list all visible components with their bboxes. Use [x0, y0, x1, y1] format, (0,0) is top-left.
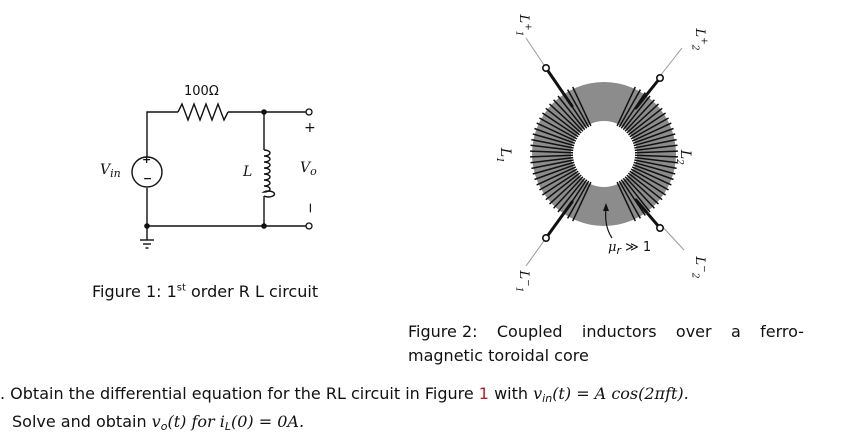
terminal-L1-plus	[541, 64, 550, 73]
winding-turn	[631, 122, 672, 142]
winding-turn	[634, 154, 678, 158]
winding-turn	[534, 127, 576, 145]
winding-turn	[618, 180, 642, 219]
winding-turn	[624, 99, 655, 132]
winding-turn	[633, 161, 676, 175]
winding-turn	[626, 103, 660, 134]
winding-turn	[616, 181, 636, 222]
winding-turn	[530, 156, 574, 164]
terminal-L1-minus	[541, 234, 550, 243]
inductor-label: L	[243, 164, 253, 180]
winding-turn	[634, 156, 678, 164]
label-L2-minus: L−2	[689, 256, 709, 279]
winding-turn	[620, 179, 646, 216]
winding-turn	[534, 163, 576, 181]
output-plus-sign: +	[304, 120, 316, 136]
winding-turn	[634, 150, 678, 154]
problem-line-1: . Obtain the differential equation for t…	[0, 384, 689, 405]
winding-turn	[541, 170, 579, 196]
winding-turn	[566, 89, 590, 128]
toroid-hole	[571, 121, 637, 187]
winding-turn	[572, 86, 592, 127]
mu-label: μr ≫ 1	[608, 240, 652, 257]
winding-turn	[545, 172, 581, 201]
label-L1-minus: L−1	[513, 270, 533, 293]
winding-turn	[545, 107, 581, 136]
resistor-symbol	[177, 102, 229, 122]
winding-turn	[627, 172, 663, 201]
winding-turn	[634, 138, 677, 149]
winding-turn	[616, 86, 636, 127]
problem-line-2: Solve and obtain vo(t) for iL(0) = 0A.	[12, 412, 305, 433]
winding-turn	[632, 127, 674, 145]
winding-turn	[536, 122, 577, 142]
figure-ref-link[interactable]: 1	[478, 384, 489, 403]
winding-turn	[630, 168, 669, 191]
winding-turn	[634, 159, 677, 170]
winding-turn	[531, 159, 574, 170]
label-L2-plus: L+2	[689, 28, 709, 51]
winding-turn	[553, 176, 584, 209]
label-L2: L2	[674, 149, 693, 165]
output-terminal-bottom	[305, 222, 313, 230]
rl-circuit-wires	[140, 102, 306, 249]
winding-turn	[624, 176, 655, 209]
junction-dot-ground	[144, 223, 150, 229]
winding-turn	[629, 112, 667, 138]
winding-turn	[566, 180, 590, 219]
winding-turn	[557, 95, 586, 131]
winding-turn	[626, 174, 660, 205]
winding-turn	[627, 107, 663, 136]
output-terminal-top	[305, 108, 313, 116]
voltage-source-symbol	[131, 156, 163, 188]
winding-turn	[634, 144, 678, 152]
winding-turn	[531, 138, 574, 149]
winding-turn	[548, 174, 582, 205]
terminal-L2-minus	[655, 224, 664, 233]
winding-turn	[548, 103, 582, 134]
inductor-symbol	[261, 149, 276, 198]
winding-turn	[536, 166, 577, 186]
figure1-caption: Figure 1: 1st order R L circuit	[92, 282, 319, 301]
winding-turn	[632, 163, 674, 181]
winding-turn	[572, 181, 592, 222]
output-minus-sign: −	[301, 202, 318, 214]
source-minus-sign: −	[143, 172, 153, 185]
winding-turn	[541, 112, 579, 138]
winding-turn	[557, 177, 586, 213]
winding-turn	[630, 117, 669, 140]
problem-statement: . Obtain the differential equation for t…	[0, 382, 689, 438]
label-L1-plus: L+1	[513, 14, 533, 37]
output-label: Vo	[300, 160, 317, 178]
winding-turn	[633, 133, 676, 147]
winding-turn	[622, 177, 651, 213]
winding-turn	[530, 154, 574, 158]
junction-dot-top	[261, 109, 267, 115]
resistor-label: 100Ω	[184, 84, 219, 99]
terminal-L2-plus	[655, 74, 664, 83]
source-label: Vin	[100, 162, 121, 180]
winding-turn	[631, 166, 672, 186]
winding-turn	[530, 150, 574, 154]
winding-turn	[532, 161, 575, 175]
winding-turn	[532, 133, 575, 147]
winding-turn	[620, 92, 646, 129]
source-plus-sign: +	[142, 153, 152, 166]
winding-turn	[629, 170, 667, 196]
winding-turn	[539, 117, 578, 140]
figure2-caption: Figure 2: Coupled inductors over a ferro…	[408, 322, 804, 365]
junction-dot-bottom	[261, 223, 267, 229]
winding-turn	[539, 168, 578, 191]
winding-turn	[622, 95, 651, 131]
toroid-diagram	[525, 37, 685, 267]
label-L1: L1	[494, 147, 513, 163]
winding-turn	[530, 144, 574, 152]
winding-turn	[553, 99, 584, 132]
winding-turn	[618, 89, 642, 128]
